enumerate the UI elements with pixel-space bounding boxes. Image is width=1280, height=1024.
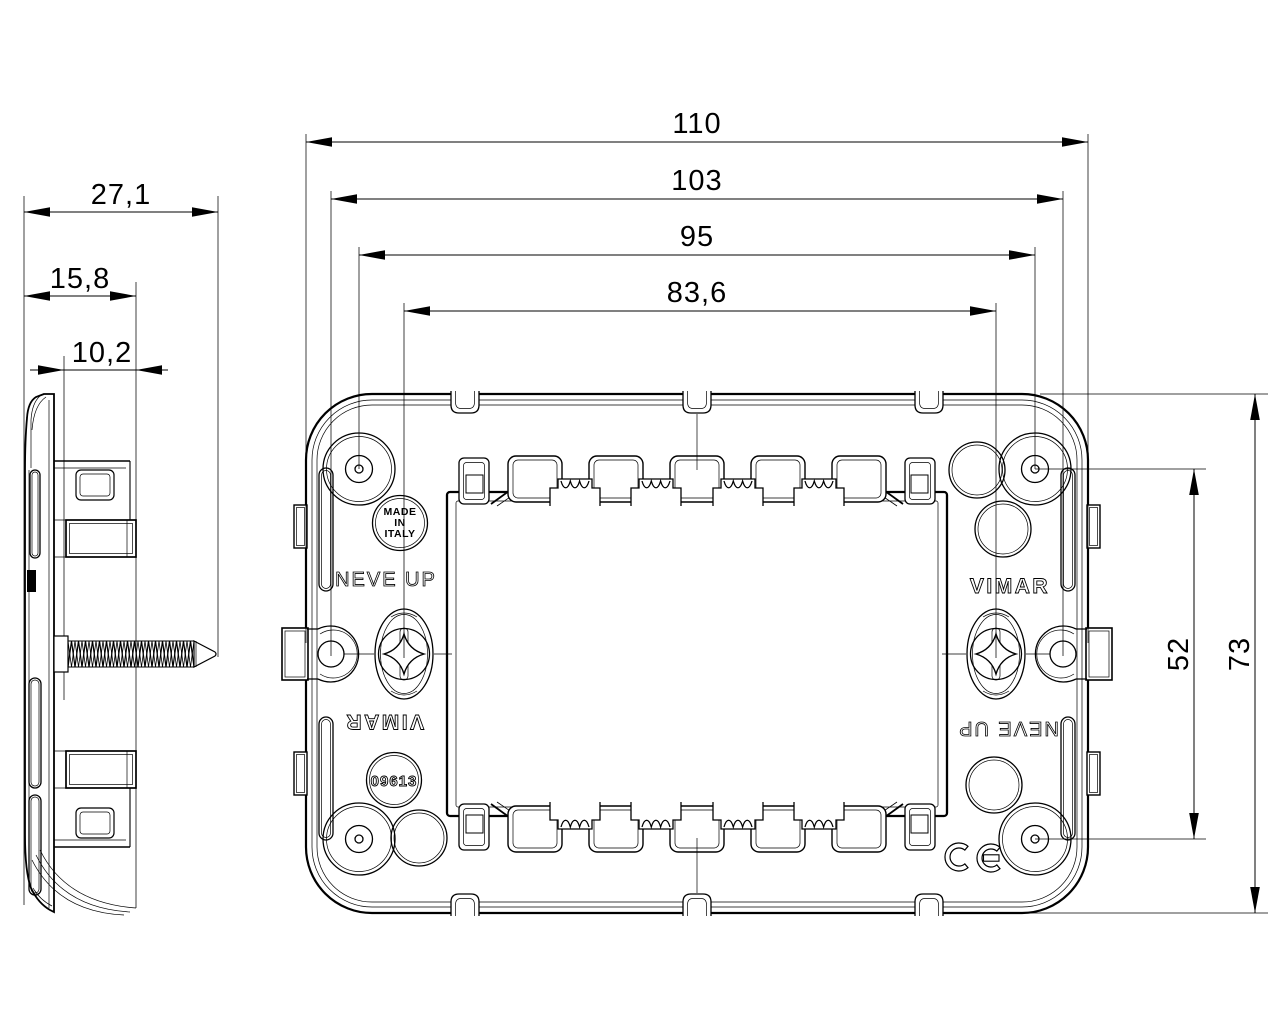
dim-label-836: 83,6 [667, 277, 727, 309]
dim-height-52: 52 [1163, 469, 1199, 839]
made-in-italy-stamp: MADE IN ITALY [371, 494, 429, 552]
screw-seat [53, 635, 69, 673]
edge-tabs [281, 504, 1113, 796]
dim-label-95: 95 [680, 221, 714, 253]
dim-height-73: 73 [1224, 394, 1260, 913]
screw-tip [193, 640, 217, 668]
dim-width-836: 83,6 [404, 277, 996, 316]
arrow-left-icon [24, 207, 50, 217]
side-slot-dark [27, 570, 36, 592]
dim-depth-overall: 27,1 [24, 179, 218, 217]
module-window [445, 490, 949, 818]
claw-row-top [458, 455, 936, 507]
arrow-right-icon [192, 207, 218, 217]
product-code: 09613 [371, 773, 418, 790]
dim-label-depth-box: 10,2 [72, 337, 132, 369]
bottom-edge-notches [450, 893, 944, 919]
dim-label-103: 103 [671, 165, 722, 197]
side-slots [318, 467, 1076, 841]
front-view: MADE IN ITALY 09613 NEVE UP VIMAR VIMAR … [281, 388, 1113, 919]
dim-label-52: 52 [1163, 637, 1195, 671]
side-box-bottom [65, 750, 137, 789]
arrow-right-icon [38, 365, 64, 375]
blind-holes [390, 441, 1032, 867]
label-neve-up-right: NEVE UP [957, 717, 1059, 739]
arrow-left-icon [24, 291, 50, 301]
screw-thread [67, 640, 195, 668]
label-vimar-left: VIMAR [344, 710, 424, 733]
dim-depth-mid: 15,8 [24, 263, 136, 301]
arrow-right-icon [110, 291, 136, 301]
dim-label-73: 73 [1224, 637, 1256, 671]
top-edge-notches [450, 388, 944, 414]
side-claw-top [54, 460, 137, 558]
dim-width-95: 95 [359, 221, 1035, 260]
side-view: 27,1 15,8 10,2 [23, 179, 219, 916]
fixing-screw [53, 635, 217, 673]
arrow-left-icon [136, 365, 162, 375]
ce-mark-icon [944, 842, 1001, 873]
side-claw-bottom [54, 750, 137, 848]
dim-width-110: 110 [306, 108, 1088, 147]
dim-width-103: 103 [331, 165, 1063, 204]
side-box-top [65, 519, 137, 558]
front-dimensions: 110 103 95 83,6 52 [305, 108, 1268, 914]
dim-label-depth-mid: 15,8 [50, 263, 110, 295]
label-vimar-right: VIMAR [970, 575, 1050, 598]
made-line3: ITALY [384, 528, 415, 540]
side-hole-left [307, 625, 360, 683]
dim-label-depth-overall: 27,1 [91, 179, 151, 211]
product-code-stamp: 09613 [365, 751, 423, 809]
made-line2: IN [394, 517, 406, 529]
label-neve-up-left: NEVE UP [335, 569, 437, 591]
side-profile [24, 393, 137, 916]
dim-depth-box: 10,2 [30, 337, 168, 375]
dim-label-110: 110 [672, 108, 721, 140]
made-line1: MADE [384, 506, 417, 518]
